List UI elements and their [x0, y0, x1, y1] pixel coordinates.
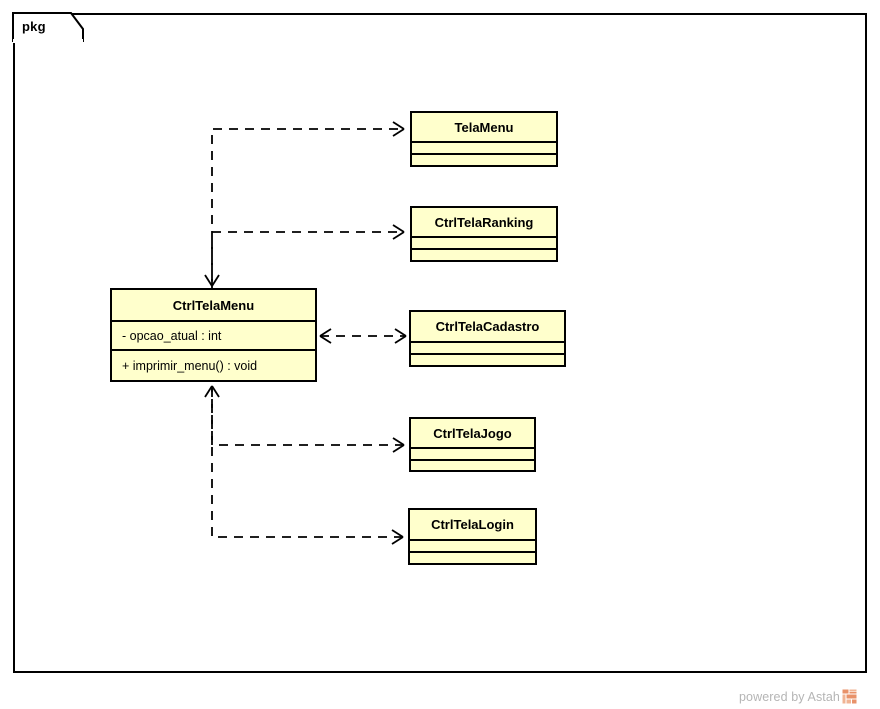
uml-empty-compartment [410, 541, 535, 553]
uml-empty-compartment [412, 238, 556, 250]
uml-attribute: - opcao_atual : int [112, 322, 315, 351]
astah-logo-icon [841, 689, 857, 704]
uml-class-name: CtrlTelaMenu [112, 290, 315, 322]
uml-class-ctrltelaranking[interactable]: CtrlTelaRanking [410, 206, 558, 262]
uml-empty-compartment [410, 553, 535, 563]
package-tab [12, 12, 84, 43]
uml-class-telamenu[interactable]: TelaMenu [410, 111, 558, 167]
uml-empty-compartment [411, 355, 564, 365]
package-frame [13, 13, 867, 673]
package-tab-shape [12, 12, 84, 42]
uml-class-name: CtrlTelaLogin [410, 510, 535, 541]
uml-class-ctrltelalogin[interactable]: CtrlTelaLogin [408, 508, 537, 565]
uml-empty-compartment [411, 343, 564, 355]
astah-watermark: powered by Astah [739, 689, 857, 704]
uml-class-name: TelaMenu [412, 113, 556, 143]
uml-class-name: CtrlTelaCadastro [411, 312, 564, 343]
uml-empty-compartment [411, 449, 534, 461]
tab-seam [13, 39, 83, 43]
package-name-label: pkg [22, 19, 46, 34]
uml-class-ctrltelajogo[interactable]: CtrlTelaJogo [409, 417, 536, 472]
uml-empty-compartment [412, 155, 556, 165]
uml-class-name: CtrlTelaJogo [411, 419, 534, 449]
uml-class-ctrltelamenu[interactable]: CtrlTelaMenu- opcao_atual : int+ imprimi… [110, 288, 317, 382]
uml-empty-compartment [412, 143, 556, 155]
uml-empty-compartment [412, 250, 556, 260]
uml-class-name: CtrlTelaRanking [412, 208, 556, 238]
uml-class-ctrltelacadastro[interactable]: CtrlTelaCadastro [409, 310, 566, 367]
watermark-text: powered by Astah [739, 689, 840, 704]
uml-operation: + imprimir_menu() : void [112, 351, 315, 380]
uml-empty-compartment [411, 460, 534, 470]
